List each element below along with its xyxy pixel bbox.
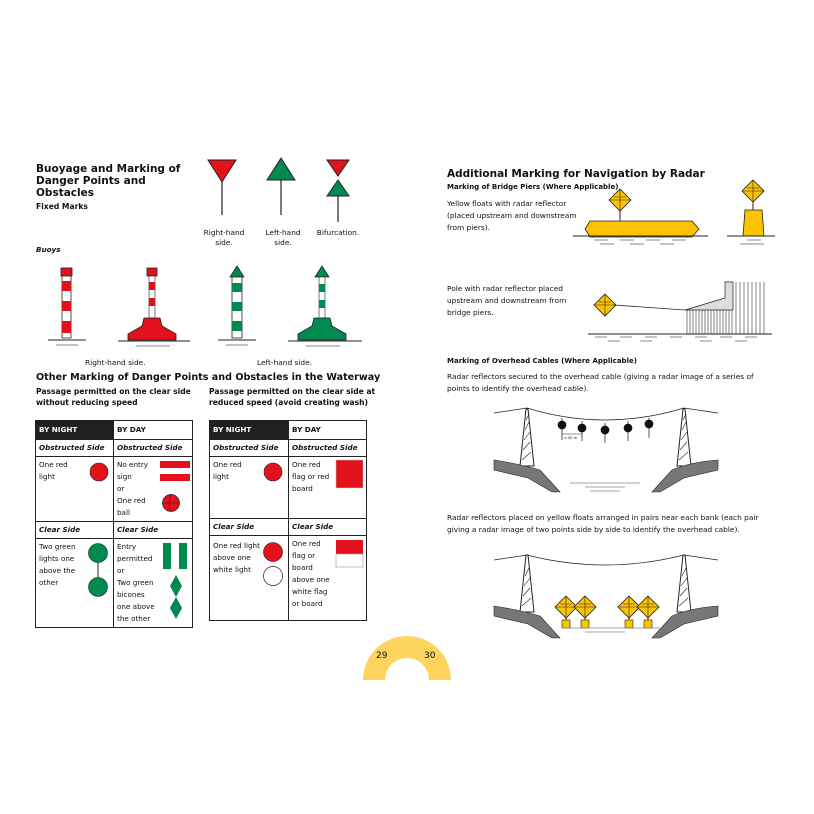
night-clear-text: Two green lights one above the other (39, 542, 76, 587)
red-over-white-lights-icon (263, 542, 283, 586)
page-number-right: 30 (424, 651, 436, 661)
night-obstructed-text: One red light (39, 460, 68, 481)
day-obstructed-alt-text: One red ball (117, 496, 146, 517)
day-obstructed-text: One red flag or red board (292, 460, 330, 493)
fixed-label-left: Left-hand side. (265, 228, 301, 247)
pole-text: Pole with radar reflector placed upstrea… (447, 284, 567, 317)
page-number-left: 29 (376, 651, 388, 661)
day-clear-alt-text: Two green bicones one above the other (117, 578, 155, 623)
left-hand-fixed-mark (266, 157, 296, 215)
bridge-piers-subtitle: Marking of Bridge Piers (Where Applicabl… (447, 183, 619, 191)
bifurcation-fixed-mark (326, 159, 350, 222)
red-light-icon (89, 462, 109, 482)
red-board-icon (335, 459, 364, 489)
section-title-other-marking: Other Marking of Danger Points and Obsta… (36, 372, 381, 383)
red-spar-buoy (48, 267, 86, 346)
or-text: or (117, 484, 125, 493)
green-spar-buoy (218, 265, 256, 346)
section-title-buoyage: Buoyage and Marking of Danger Points and… (36, 163, 181, 199)
two-green-lights-icon (88, 543, 108, 597)
entry-permitted-sign-icon (163, 543, 187, 569)
clear-side-label: Clear Side (288, 518, 367, 536)
red-over-white-board-icon (335, 540, 364, 568)
green-conical-buoy (288, 265, 362, 347)
by-night-header: BY NIGHT (35, 420, 114, 440)
cables-subtitle: Marking of Overhead Cables (Where Applic… (447, 357, 637, 365)
float-pair-left (554, 595, 597, 629)
fixed-marks-heading: Fixed Marks (36, 202, 88, 211)
right-hand-fixed-mark (207, 159, 237, 215)
by-night-header: BY NIGHT (209, 420, 289, 440)
fixed-label-right: Right-hand side. (203, 228, 245, 247)
red-conical-buoy (118, 267, 190, 347)
pylon-left (519, 408, 535, 467)
buoy-label-left: Left-hand side. (257, 358, 312, 367)
floats-text: Yellow floats with radar reflector (plac… (447, 199, 577, 232)
section-title-radar: Additional Marking for Navigation by Rad… (447, 168, 705, 180)
buoy-label-right: Right-hand side. (85, 358, 146, 367)
cables-text-1: Radar reflectors secured to the overhead… (447, 372, 754, 393)
or-text: or (117, 566, 125, 575)
fixed-label-bifurcation: Bifurcation. (316, 228, 360, 237)
red-light-icon (263, 462, 283, 482)
green-bicones-icon (170, 575, 182, 619)
night-clear-text: One red light above one white light (213, 541, 260, 574)
float-pair-right (617, 595, 660, 629)
day-clear-text: One red flag or board above one white fl… (292, 539, 330, 608)
day-clear-text: Entry permitted (117, 542, 153, 563)
no-entry-sign-icon (160, 461, 190, 481)
day-obstructed-text: No entry sign (117, 460, 149, 481)
page-number-arch (363, 636, 451, 680)
night-obstructed-text: One red light (213, 460, 242, 481)
buoys-heading: Buoys (36, 245, 61, 254)
cables-text-2: Radar reflectors placed on yellow floats… (447, 513, 759, 534)
spacing-label: < 50 m (564, 436, 578, 440)
table2-caption: Passage permitted on the clear side at r… (209, 387, 376, 407)
red-ball-icon (162, 494, 180, 512)
table1-caption: Passage permitted on the clear side with… (36, 387, 191, 407)
